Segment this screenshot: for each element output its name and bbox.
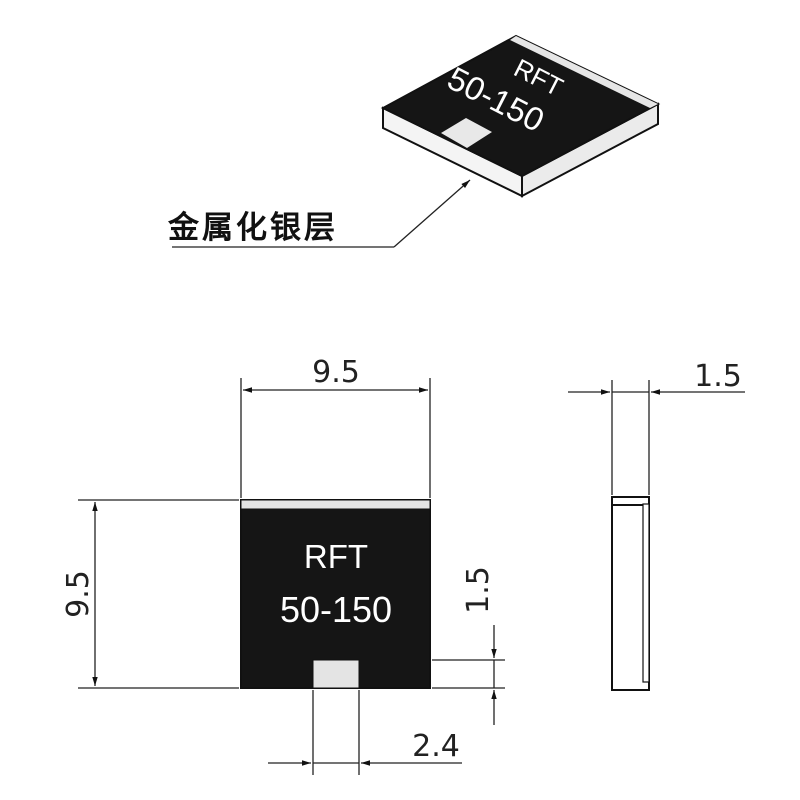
bottom-pad [312, 659, 360, 689]
callout-label: 金属化银层 [167, 210, 338, 246]
dim-pad-width-label: 2.4 [412, 729, 460, 764]
dim-height-label: 9.5 [61, 570, 96, 618]
dim-height: 9.5 [61, 499, 239, 689]
dim-thickness: 1.5 [568, 359, 745, 495]
marking-line1: RFT [304, 538, 368, 575]
side-view [611, 496, 650, 691]
dim-width-label: 9.5 [312, 355, 360, 390]
isometric-view: RFT 50-150 [380, 34, 661, 198]
dim-pad-height-label: 1.5 [461, 566, 496, 614]
dim-pad-width: 2.4 [268, 690, 462, 775]
callout: 金属化银层 [167, 179, 471, 248]
front-view: RFT 50-150 [240, 499, 431, 689]
chip-body [240, 499, 431, 689]
iso-metallization-strip [510, 36, 658, 108]
dim-thickness-label: 1.5 [694, 359, 742, 394]
dim-width: 9.5 [240, 355, 431, 498]
side-metallization-top [642, 503, 650, 683]
top-metallization [240, 499, 431, 510]
iso-pad [441, 118, 492, 148]
marking-line2: 50-150 [280, 589, 392, 630]
dim-pad-height: 1.5 [432, 566, 505, 725]
